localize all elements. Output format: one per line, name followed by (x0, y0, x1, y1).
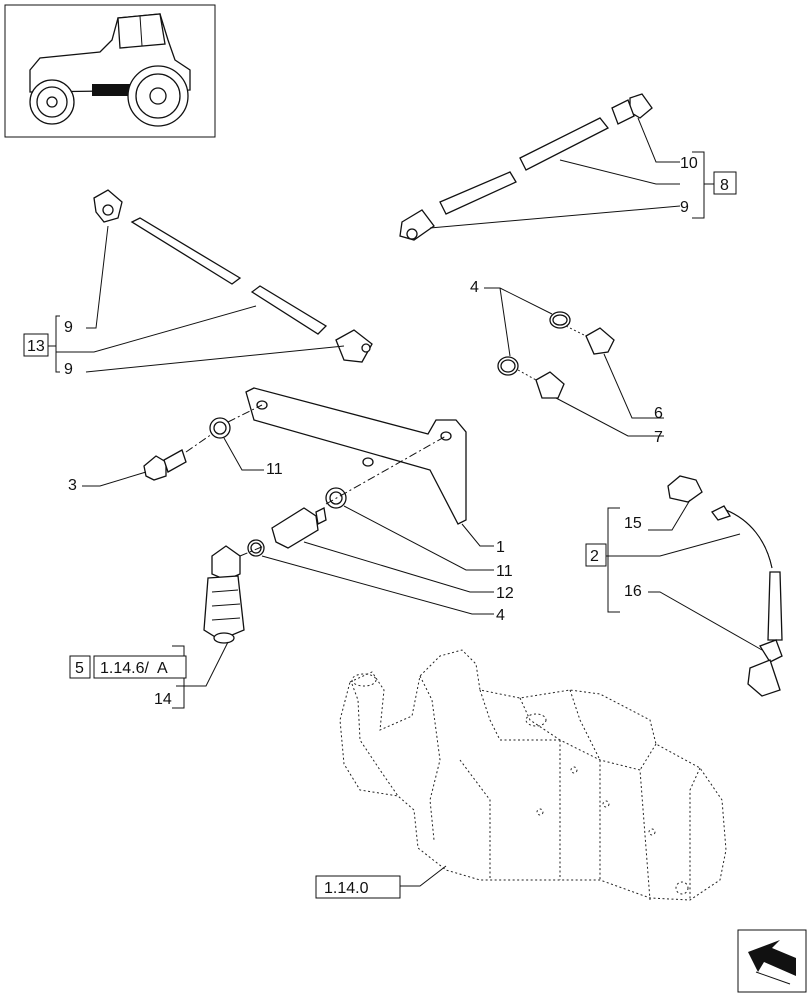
tractor-thumbnail-icon (4, 4, 216, 138)
ref-box-1146a[interactable] (93, 655, 187, 679)
pipe-assembly-top-left (93, 189, 373, 363)
bracket-part-1 (245, 387, 467, 525)
ref-1-14-0: 1.14.0 (324, 880, 369, 897)
callout-10: 10 (680, 155, 698, 172)
callout-1: 1 (496, 539, 505, 556)
bolt-washer-3-11 (143, 404, 263, 481)
pipe-assembly-top-right (399, 93, 653, 241)
ref-1-14-6-a: 1.14.6/ A (100, 660, 168, 677)
ref-box-8[interactable] (713, 171, 737, 195)
fuel-tank-outline (339, 649, 727, 901)
sensor-assembly-12-14 (203, 435, 447, 644)
ref-box-13[interactable] (23, 333, 49, 357)
ref-box-1140[interactable] (315, 875, 401, 899)
callout-8: 8 (720, 177, 729, 194)
next-page-arrow-icon[interactable] (737, 929, 807, 993)
callout-5: 5 (75, 660, 84, 677)
callout-2: 2 (590, 548, 599, 565)
callout-4-top: 4 (470, 279, 479, 296)
callout-9-upper: 9 (64, 319, 73, 336)
callout-9-lower: 9 (64, 361, 73, 378)
callout-9-top-right: 9 (680, 199, 689, 216)
callout-11-lower: 11 (496, 563, 513, 580)
switch-cable-2 (667, 475, 783, 697)
callout-15: 15 (624, 515, 642, 532)
callout-16: 16 (624, 583, 642, 600)
callout-3: 3 (68, 477, 77, 494)
callout-14: 14 (154, 691, 172, 708)
callout-4-lower: 4 (496, 607, 505, 624)
ref-box-2[interactable] (585, 543, 607, 567)
ref-box-5[interactable] (69, 655, 91, 679)
fittings-group-4-6-7 (497, 311, 615, 399)
callout-6: 6 (654, 405, 663, 422)
callout-7: 7 (654, 429, 663, 446)
callout-12: 12 (496, 585, 514, 602)
callout-13: 13 (27, 338, 45, 355)
leader-lines (48, 117, 763, 887)
callout-11-upper: 11 (266, 461, 283, 478)
